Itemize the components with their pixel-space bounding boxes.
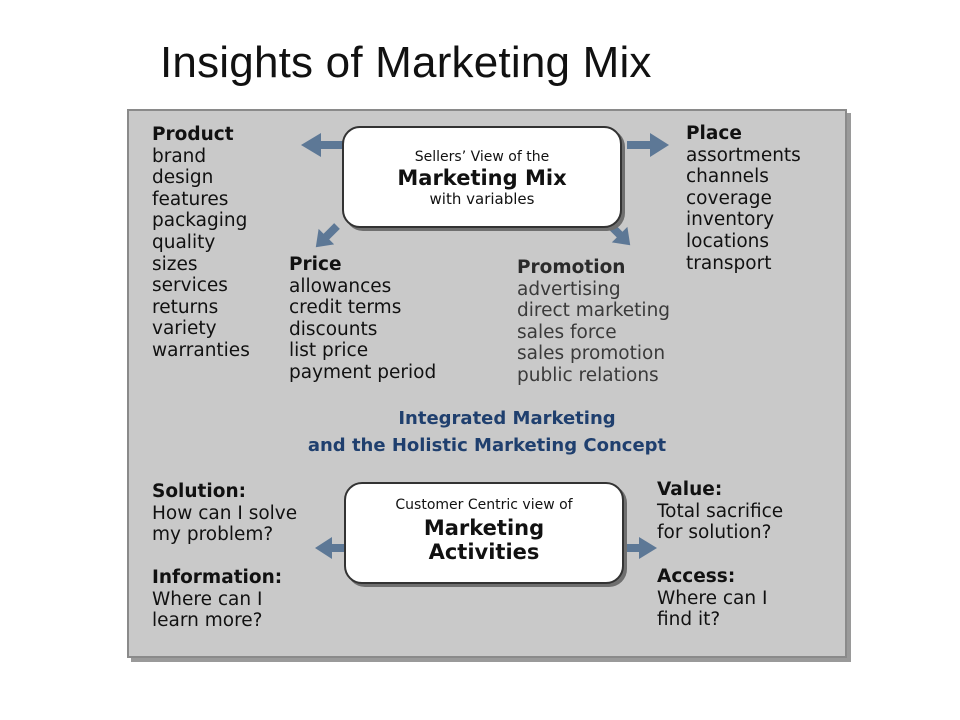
promotion-item: sales promotion xyxy=(517,343,666,365)
information-line: learn more? xyxy=(152,610,263,632)
sellers-box-line3: with variables xyxy=(429,190,535,208)
promotion-heading: Promotion xyxy=(517,257,626,278)
place-item: channels xyxy=(686,166,769,188)
product-item: returns xyxy=(152,296,219,318)
place-item: locations xyxy=(686,230,770,252)
place-item: coverage xyxy=(686,187,772,209)
product-heading: Product xyxy=(152,124,234,145)
solution-line: my problem? xyxy=(152,524,274,546)
price-item: allowances xyxy=(289,275,392,297)
promotion-item: direct marketing xyxy=(517,300,671,322)
price-group: Price allowances credit terms discounts … xyxy=(289,254,436,384)
marketing-mix-diagram: Product brand design features packaging … xyxy=(127,109,847,658)
product-item: brand xyxy=(152,145,207,167)
price-item: discounts xyxy=(289,318,378,340)
product-item: quality xyxy=(152,231,216,253)
page-title: Insights of Marketing Mix xyxy=(160,38,652,87)
product-item: packaging xyxy=(152,210,248,232)
place-item: inventory xyxy=(686,209,775,231)
information-heading: Information: xyxy=(152,567,283,588)
value-line: Total sacrifice xyxy=(657,500,784,522)
arrow-to-price-icon xyxy=(315,223,340,248)
solution-heading: Solution: xyxy=(152,481,247,502)
product-item: design xyxy=(152,167,214,189)
price-heading: Price xyxy=(289,254,342,275)
place-item: transport xyxy=(686,252,772,274)
promotion-item: advertising xyxy=(517,278,621,300)
sellers-box-line1: Sellers’ View of the xyxy=(414,149,550,165)
access-line: Where can I xyxy=(657,587,768,609)
promotion-item: sales force xyxy=(517,321,617,343)
value-heading: Value: xyxy=(657,479,723,500)
customer-box-title2: Activities xyxy=(428,540,540,564)
value-line: for solution? xyxy=(657,522,772,544)
product-group: Product brand design features packaging … xyxy=(152,124,250,362)
integrated-line2: and the Holistic Marketing Concept xyxy=(307,435,667,456)
customer-centric-box: Customer Centric view of Marketing Activ… xyxy=(344,482,624,584)
arrow-to-place-icon xyxy=(627,133,669,157)
price-item: list price xyxy=(289,340,369,362)
arrow-to-value-icon xyxy=(625,537,657,559)
place-item: assortments xyxy=(686,144,801,166)
access-group: Access: Where can I find it? xyxy=(657,566,767,631)
place-group: Place assortments channels coverage inve… xyxy=(686,123,801,274)
arrow-to-solution-icon xyxy=(315,537,345,559)
sellers-box-title: Marketing Mix xyxy=(397,166,567,190)
product-item: sizes xyxy=(152,253,198,275)
solution-line: How can I solve xyxy=(152,502,298,524)
product-item: variety xyxy=(152,318,217,340)
price-item: credit terms xyxy=(289,297,402,319)
place-heading: Place xyxy=(686,123,742,144)
customer-box-line1: Customer Centric view of xyxy=(395,497,573,513)
product-item: services xyxy=(152,275,228,297)
sellers-view-box: Sellers’ View of the Marketing Mix with … xyxy=(342,126,622,228)
product-item: warranties xyxy=(152,339,250,361)
information-group: Information: Where can I learn more? xyxy=(152,567,282,632)
access-heading: Access: xyxy=(657,566,736,587)
promotion-item: public relations xyxy=(517,364,659,386)
integrated-line1: Integrated Marketing xyxy=(398,408,616,429)
price-item: payment period xyxy=(289,361,437,383)
integrated-marketing-caption: Integrated Marketing and the Holistic Ma… xyxy=(129,405,845,459)
information-line: Where can I xyxy=(152,588,263,610)
promotion-group: Promotion advertising direct marketing s… xyxy=(517,257,670,387)
solution-group: Solution: How can I solve my problem? xyxy=(152,481,297,546)
customer-box-title1: Marketing xyxy=(423,516,545,540)
arrow-to-product-icon xyxy=(301,133,347,157)
value-group: Value: Total sacrifice for solution? xyxy=(657,479,783,544)
access-line: find it? xyxy=(657,609,721,631)
product-item: features xyxy=(152,188,229,210)
